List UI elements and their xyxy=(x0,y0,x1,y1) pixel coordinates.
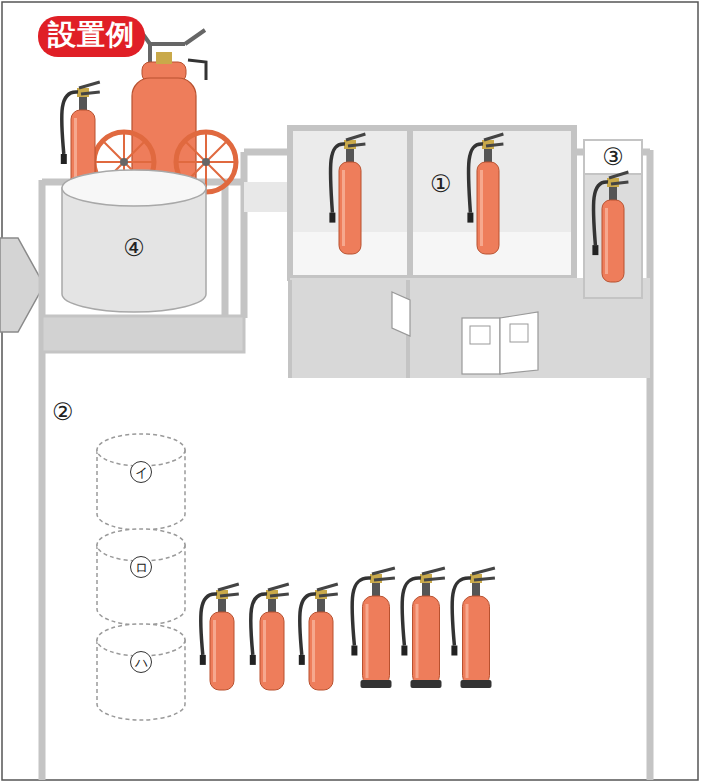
storage-tank: ④ xyxy=(60,168,208,314)
extinguisher-cabinet xyxy=(584,174,642,298)
fire-extinguisher xyxy=(592,172,628,282)
tank-letter: イ xyxy=(130,461,152,483)
tank-letter: ロ xyxy=(130,556,152,578)
planned-tank: ロ xyxy=(95,527,187,627)
tank-letter: ハ xyxy=(130,651,152,673)
building-walls xyxy=(42,150,650,780)
fire-extinguisher xyxy=(329,134,365,254)
fire-extinguisher xyxy=(351,568,395,688)
fire-extinguisher xyxy=(401,568,445,688)
planned-tank: イ xyxy=(95,432,187,532)
fire-extinguisher xyxy=(467,134,503,254)
title-badge: 設置例 xyxy=(38,16,145,57)
tank-platform xyxy=(42,316,244,352)
rooms xyxy=(290,128,650,378)
fire-extinguisher xyxy=(299,584,338,690)
fire-extinguisher xyxy=(250,584,289,690)
planned-tank: ハ xyxy=(95,622,187,722)
fire-extinguisher xyxy=(451,568,495,688)
extinguishers xyxy=(61,82,629,690)
fire-extinguisher xyxy=(200,584,239,690)
callout-number: ② xyxy=(52,400,74,424)
number-plate xyxy=(584,140,642,174)
callout-number: ① xyxy=(430,172,452,196)
wall-segment xyxy=(244,182,290,212)
callout-number: ④ xyxy=(123,236,145,260)
pointer-arrow xyxy=(0,238,44,332)
callout-number: ③ xyxy=(602,145,624,169)
